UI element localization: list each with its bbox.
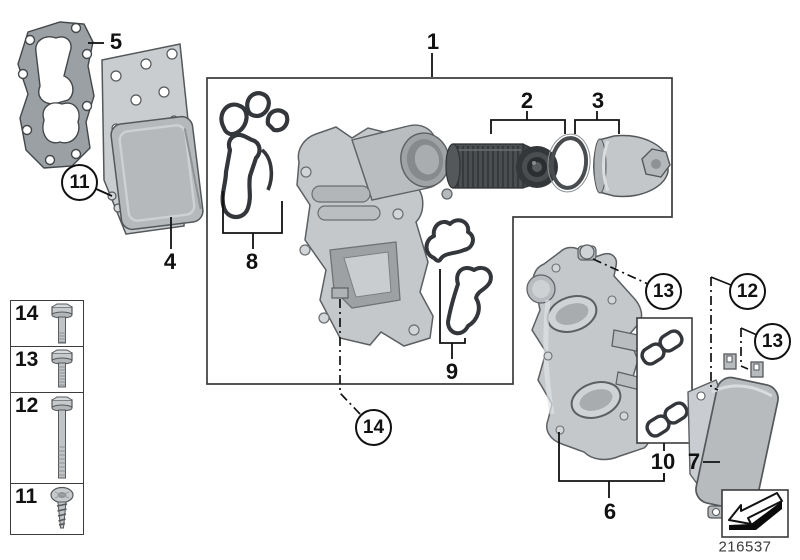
direction-arrow-icon: [721, 489, 789, 538]
bolt-icon: [51, 349, 73, 388]
callout-5[interactable]: 5: [109, 29, 123, 54]
fastener-cell-13[interactable]: 13: [11, 346, 83, 392]
heat-exchanger-7-drawing: [687, 353, 779, 519]
profile-gaskets-9-drawing: [424, 218, 493, 336]
callout-10[interactable]: 10: [647, 451, 679, 473]
callout-1[interactable]: 1: [426, 29, 440, 54]
callout-14-circled[interactable]: 14: [355, 409, 392, 446]
gasket-5-drawing: [17, 21, 95, 169]
heat-exchanger-4-drawing: [101, 43, 204, 235]
filter-housing-drawing: [296, 124, 453, 347]
fastener-cell-12[interactable]: 12: [11, 392, 83, 483]
dashdot-leaders: [339, 258, 749, 416]
bolt-icon: [51, 303, 73, 344]
callout-6[interactable]: 6: [603, 499, 617, 524]
callout-13-circled-housing[interactable]: 13: [645, 273, 682, 310]
callout-4[interactable]: 4: [163, 249, 177, 274]
fastener-cell-11[interactable]: 11: [11, 483, 83, 534]
part-number: 216537: [718, 538, 772, 556]
gasket-set-10-box: [636, 317, 693, 444]
callout-2[interactable]: 2: [520, 88, 534, 113]
callout-9[interactable]: 9: [445, 359, 459, 384]
fastener-label: 12: [15, 394, 39, 417]
fastener-label: 13: [15, 348, 39, 371]
fastener-cell-14[interactable]: 14: [11, 301, 83, 346]
callout-13-circled-cooler[interactable]: 13: [754, 323, 791, 360]
rubber-gasket-8-drawing: [219, 91, 290, 220]
oring-3-drawing: [547, 133, 591, 193]
callout-11-circled[interactable]: 11: [61, 164, 98, 201]
fastener-label: 14: [15, 302, 39, 325]
fastener-table: 14 13 12: [10, 300, 84, 535]
bolt-icon: [51, 396, 73, 479]
oil-filter-2-drawing: [445, 143, 558, 189]
filter-cap-3-drawing: [593, 134, 671, 198]
callout-12-circled[interactable]: 12: [729, 273, 766, 310]
callout-8[interactable]: 8: [245, 249, 259, 274]
screw-icon: [50, 486, 74, 529]
callout-brackets: [88, 42, 720, 498]
assembly-1-boundary: [206, 77, 673, 385]
callout-3[interactable]: 3: [591, 88, 605, 113]
callout-7[interactable]: 7: [687, 449, 701, 474]
fastener-label: 11: [15, 485, 38, 508]
